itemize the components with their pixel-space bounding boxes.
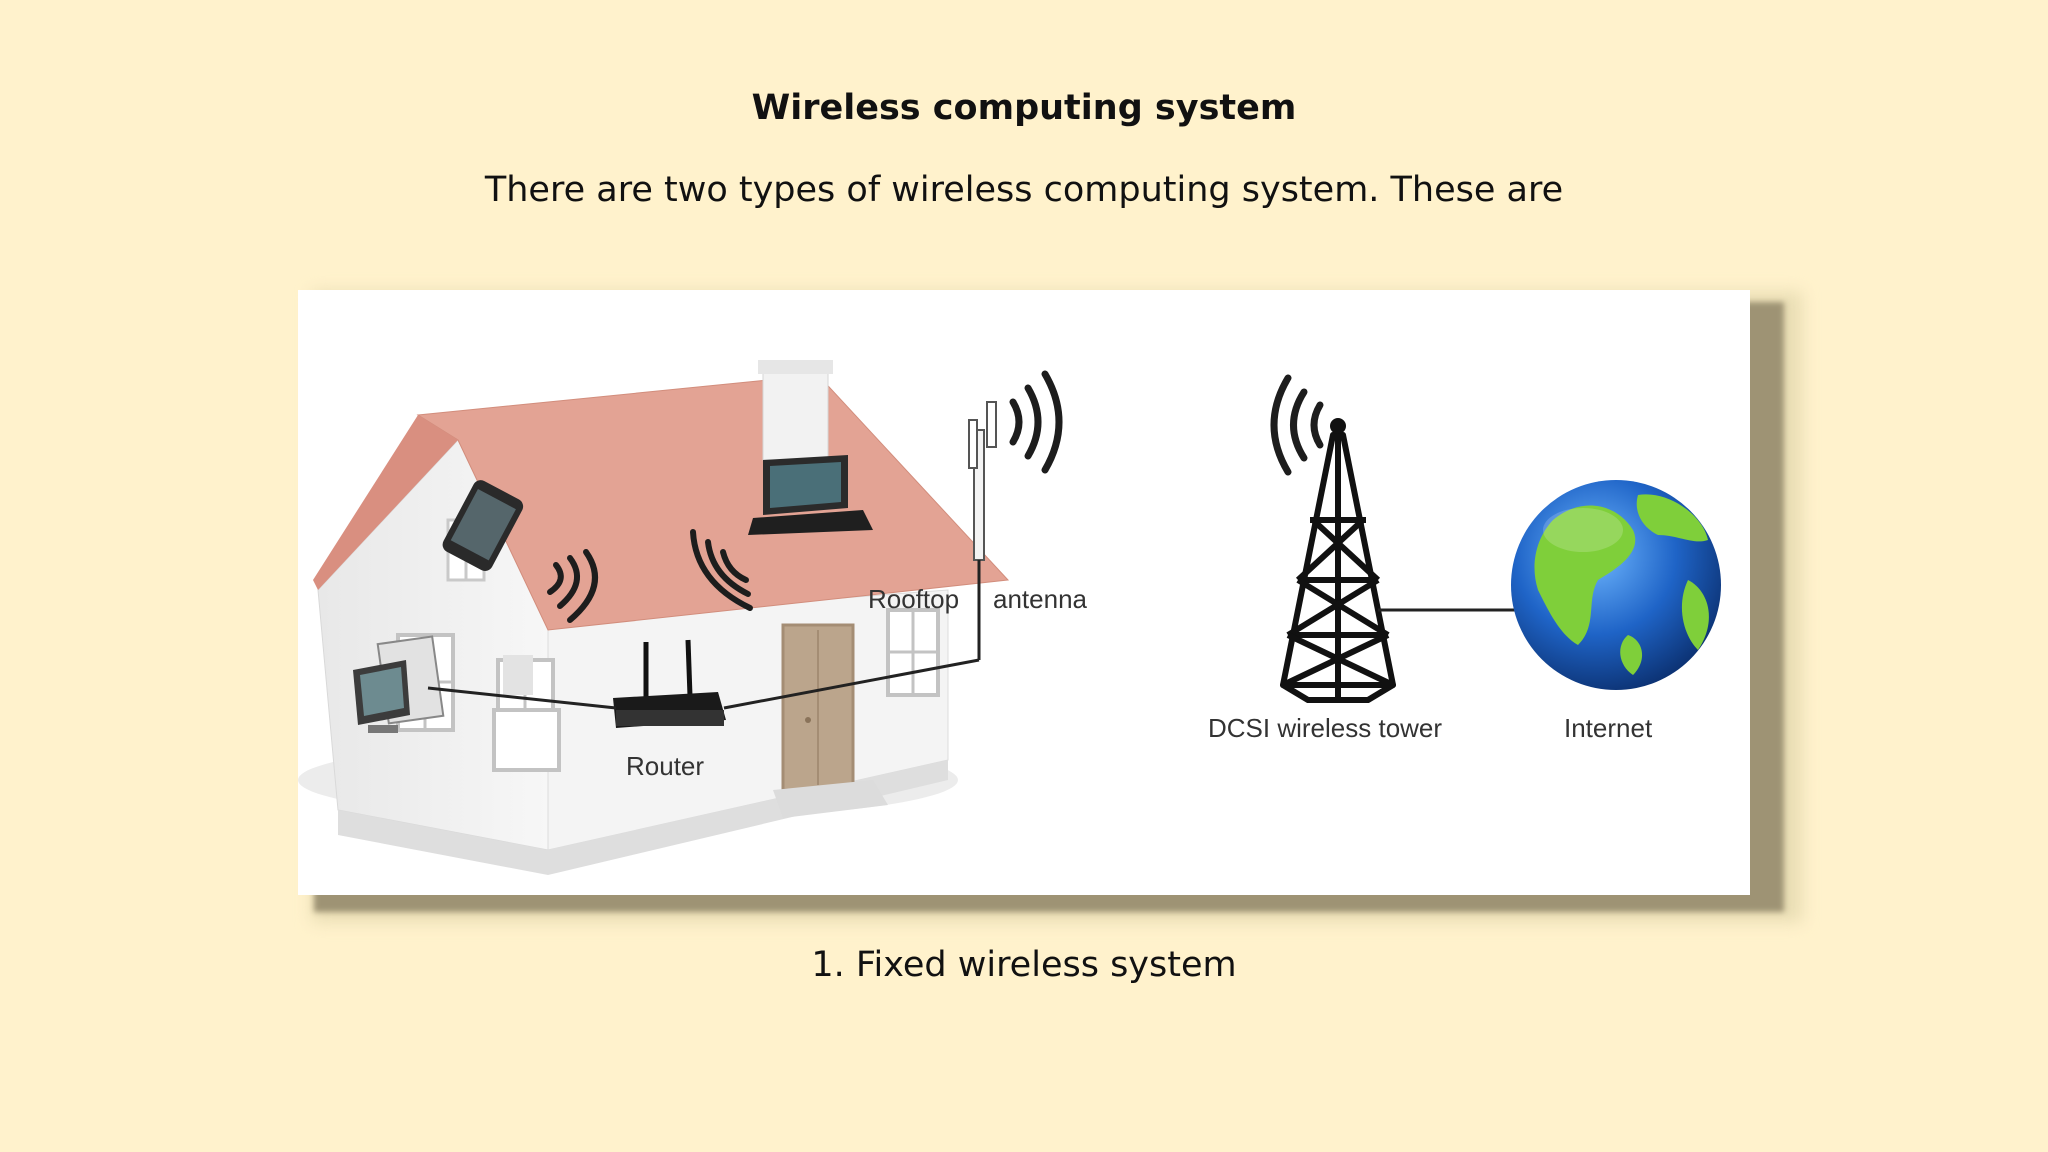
wireless-tower-icon [1280, 430, 1396, 703]
internet-label: Internet [1564, 713, 1653, 743]
slide-title: Wireless computing system [751, 88, 1297, 128]
router-icon [613, 639, 726, 728]
laptop-wifi-arcs [690, 529, 753, 611]
antenna-label: antenna [993, 584, 1088, 614]
fixed-wireless-diagram: Rooftop antenna Router [298, 290, 1750, 895]
desktop-computer-icon [353, 635, 445, 733]
network-cables [427, 658, 980, 710]
tower-signal-arcs [1270, 374, 1324, 476]
diagram-canvas: Rooftop antenna Router [298, 360, 1721, 875]
globe-icon [1511, 480, 1721, 690]
window-left [503, 655, 533, 695]
tower-label: DCSI wireless tower [1208, 713, 1442, 743]
slide-subtitle: There are two types of wireless computin… [484, 170, 1564, 210]
antenna-signal-arcs [1009, 370, 1063, 474]
phone-wifi-arcs [547, 549, 598, 623]
figure-caption: 1. Fixed wireless system [811, 945, 1237, 985]
smartphone-icon [442, 480, 524, 571]
rooftop-antenna-icon [968, 401, 997, 660]
rooftop-label: Rooftop [868, 584, 959, 614]
router-label: Router [626, 751, 704, 781]
tower-beacon [1330, 418, 1346, 434]
laptop-icon [748, 455, 873, 535]
